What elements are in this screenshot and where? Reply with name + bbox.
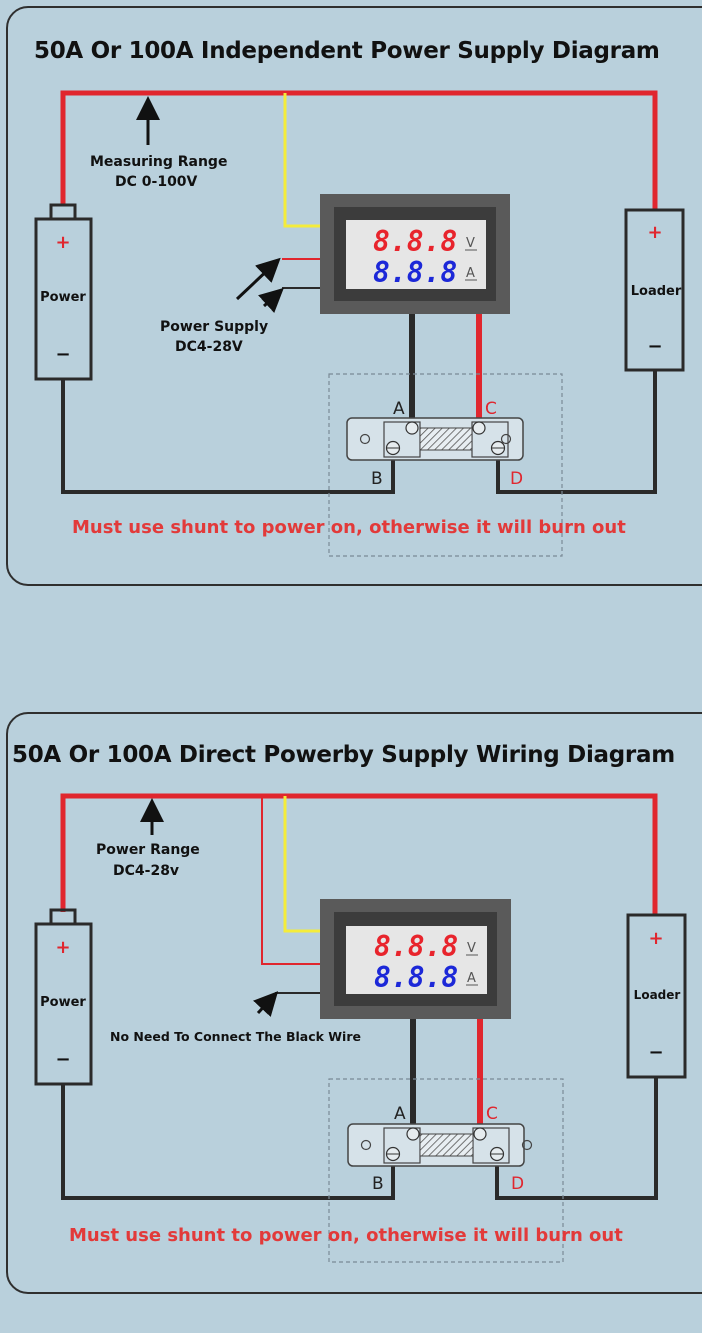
current-readout: 8.8.8 [373,256,457,289]
terminal-c-label: C [486,1104,498,1124]
loader-label: Loader [631,284,682,299]
loader: + Loader − [624,208,685,372]
terminal-d-label: D [511,1174,524,1194]
minus-icon: − [55,1049,70,1070]
range-label-line2: DC 0-100V [115,174,198,190]
negative-wire-right [495,1077,658,1200]
supply-label-line2: DC4-28V [175,339,243,355]
arrow-diagonal-icon [235,257,281,301]
plus-icon: + [55,937,70,958]
warning-text: Must use shunt to power on, otherwise it… [72,517,626,538]
loader-label: Loader [634,988,681,1002]
terminal-a-label: A [393,399,405,419]
shunt-highlight-box [328,1078,564,1263]
range-label-line2: DC4-28v [113,863,179,879]
loader: + Loader − [626,913,687,1079]
signal-wire [283,796,320,933]
terminal-b-label: B [372,1174,384,1194]
positive-wire-top [60,793,658,915]
minus-icon: − [55,344,70,365]
shunt-highlight-box [328,373,563,557]
power-label: Power [40,290,86,305]
warning-text: Must use shunt to power on, otherwise it… [69,1225,623,1246]
signal-wire [283,93,320,228]
voltage-unit: V [467,941,476,956]
current-unit: A [467,971,476,986]
power-source: + Power − [34,203,93,381]
power-label: Power [40,995,86,1010]
negative-wire-right [496,370,657,494]
current-readout: 8.8.8 [374,961,458,994]
diagram-title-direct: 50A Or 100A Direct Powerby Supply Wiring… [12,742,675,768]
arrow-diagonal-icon [258,287,284,313]
negative-wire-left [61,1084,395,1200]
plus-icon: + [55,232,70,253]
diagram-independent: Measuring Range DC 0-100V Power Supply D… [34,90,685,557]
terminal-c-label: C [485,399,497,419]
negative-wire-left [61,379,395,494]
minus-icon: − [647,336,662,357]
power-tap-wire [261,796,320,965]
note-label: No Need To Connect The Black Wire [110,1029,361,1044]
minus-icon: − [648,1042,663,1063]
terminal-a-label: A [394,1104,406,1124]
plus-icon: + [647,222,662,243]
voltage-unit: V [466,236,475,251]
terminal-d-label: D [510,469,523,489]
plus-icon: + [648,928,663,949]
power-source: + Power − [34,908,93,1086]
positive-wire-top [60,90,658,210]
voltage-readout: 8.8.8 [374,930,458,963]
volt-amp-meter: 8.8.8 V 8.8.8 A [320,899,511,1019]
supply-label-line1: Power Supply [160,319,268,335]
arrow-diagonal-icon [253,991,279,1017]
range-label-line1: Measuring Range [90,154,227,170]
diagram-direct: Power Range DC4-28v No Need To Connect T… [34,793,687,1263]
volt-amp-meter: 8.8.8 V 8.8.8 A [320,194,510,314]
shunt [346,417,524,461]
current-unit: A [466,266,475,281]
voltage-readout: 8.8.8 [373,225,457,258]
terminal-b-label: B [371,469,383,489]
diagram-title-independent: 50A Or 100A Independent Power Supply Dia… [34,38,660,64]
range-label-line1: Power Range [96,842,200,858]
shunt [347,1123,533,1167]
